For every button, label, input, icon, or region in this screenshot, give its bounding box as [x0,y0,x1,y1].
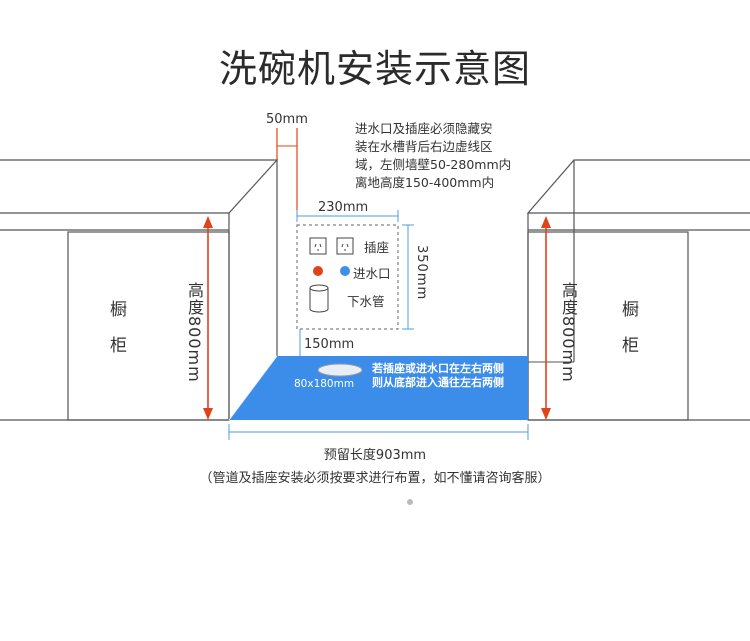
reserved-length-label: 预留长度903mm [323,448,427,463]
left-cabinet [0,159,279,421]
install-note-line: 离地高度150-400mm内 [355,175,495,190]
height-arrow-right [541,216,551,420]
scroll-dot-icon [407,499,413,505]
install-note: 进水口及插座必须隐藏安 装在水槽背后右边虚线区 域，左侧墙壁50-280mm内 … [355,120,511,192]
outlet-dot-icon [313,266,323,276]
install-note-line: 装在水槽背后右边虚线区 [355,139,493,154]
height-right-label: 高度800mm [559,282,578,383]
floor-note: 若插座或进水口在左右两侧 则从底部进入通往左右两侧 [372,362,504,390]
floor-area [229,356,528,420]
height-left-label: 高度800mm [185,282,204,383]
hole-size-label: 80x180mm [294,378,355,390]
inlet-dot-icon [340,266,350,276]
height-arrow-left [203,216,213,420]
socket-icon [309,237,354,255]
install-note-line: 进水口及插座必须隐藏安 [355,121,493,136]
right-cabinet [526,159,750,421]
reserved-length-line [228,424,529,440]
drain-label: 下水管 [347,294,385,309]
zone-width-label: 230mm [318,200,369,215]
page-title: 洗碗机安装示意图 [218,47,531,91]
floor-note-line: 若插座或进水口在左右两侧 [372,362,504,375]
cabinet-right-label: 橱柜 [622,300,639,356]
top-gap-label: 50mm [266,112,308,127]
floor-depth-line [228,355,278,421]
cabinet-left-label: 橱柜 [110,300,127,356]
socket-label: 插座 [364,240,390,255]
zone-height-label: 350mm [414,245,429,301]
zone-offset-label: 150mm [304,337,355,352]
footer-note: （管道及插座安装必须按要求进行布置，如不懂请咨询客服） [199,471,551,486]
floor-note-line: 则从底部进入通往左右两侧 [372,376,504,389]
install-note-line: 域，左侧墙壁50-280mm内 [355,157,512,172]
inlet-label: 进水口 [353,266,391,281]
drain-hole-icon [317,363,363,377]
drain-pipe-icon [309,284,329,313]
install-zone [296,224,399,330]
